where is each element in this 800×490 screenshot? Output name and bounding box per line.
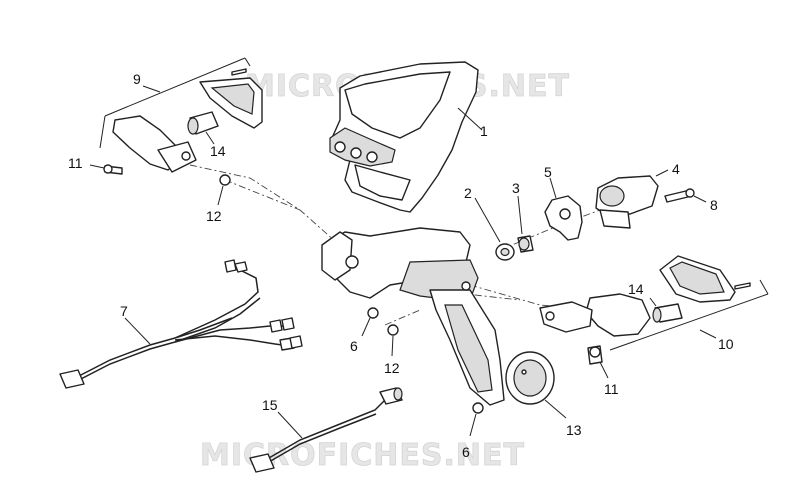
callout-8: 8	[710, 197, 718, 213]
callout-6-lower: 6	[462, 444, 470, 460]
callout-12-lower: 12	[384, 360, 400, 376]
callout-7: 7	[120, 303, 128, 319]
part-1-tail-light[interactable]	[329, 61, 483, 213]
part-6-nut-upper[interactable]	[361, 307, 379, 337]
part-10-right-indicator[interactable]	[539, 255, 769, 351]
part-14-bulb-right[interactable]	[649, 297, 683, 323]
callout-13: 13	[566, 422, 582, 438]
part-14-bulb-left[interactable]	[187, 111, 219, 145]
part-11-screw-left[interactable]	[89, 164, 123, 175]
part-7-wiring-harness[interactable]	[59, 259, 303, 389]
small-screw-top[interactable]	[231, 68, 247, 76]
part-3-bushing[interactable]	[517, 195, 534, 253]
number-plate-holder[interactable]	[321, 227, 505, 406]
callout-11-left: 11	[68, 155, 83, 171]
part-5-plate-bracket[interactable]	[544, 177, 583, 241]
part-4-license-plate-light[interactable]	[595, 169, 669, 229]
part-12-nut-upper[interactable]	[217, 174, 231, 206]
callout-10: 10	[718, 336, 734, 352]
callout-12-upper: 12	[206, 208, 222, 224]
part-11-screw-right[interactable]	[587, 345, 609, 379]
callout-3: 3	[512, 180, 520, 196]
part-12-nut-lower[interactable]	[387, 324, 399, 357]
callout-14-right: 14	[628, 281, 644, 297]
watermark-bottom: MICROFICHES.NET	[200, 438, 525, 473]
callout-5: 5	[544, 164, 552, 180]
part-13-reflector[interactable]	[505, 351, 567, 419]
callout-1: 1	[480, 123, 488, 139]
part-6-nut-lower[interactable]	[469, 402, 484, 437]
part-15-cable[interactable]	[249, 387, 403, 473]
callout-9: 9	[133, 71, 141, 87]
part-9-left-indicator[interactable]	[99, 57, 263, 173]
callout-14-left: 14	[210, 143, 226, 159]
part-2-grommet[interactable]	[474, 197, 515, 261]
small-screw-right[interactable]	[734, 282, 751, 290]
callout-15: 15	[262, 397, 278, 413]
callout-2: 2	[464, 185, 472, 201]
callout-6-upper: 6	[350, 338, 358, 354]
part-8-screw[interactable]	[664, 188, 707, 203]
callout-4: 4	[672, 161, 680, 177]
callout-11-right: 11	[604, 381, 619, 397]
